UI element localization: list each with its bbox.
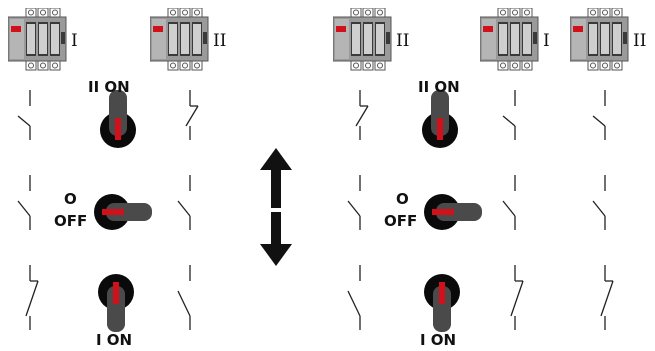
right-bottom-position-label: I ON — [420, 331, 457, 349]
left-switch-unit-1: I — [8, 8, 88, 72]
left-middle-position-label-2: OFF — [54, 212, 88, 230]
left-switch-unit-2: II — [150, 8, 240, 72]
handle-i-on-icon — [424, 274, 460, 332]
double-arrow-shaft-lower — [271, 212, 281, 248]
unit-label: I — [543, 31, 550, 51]
handle-ii-on-icon — [422, 90, 458, 148]
switch-disconnector-icon — [8, 8, 67, 71]
right-top-position-label: II ON — [418, 78, 460, 96]
switch-disconnector-icon — [480, 8, 539, 71]
right-switch-unit-2: I — [480, 8, 560, 72]
contact-symbol — [185, 90, 199, 140]
handle-i-on-icon — [98, 274, 134, 332]
contact-symbol — [177, 265, 191, 330]
switch-disconnector-icon — [570, 8, 629, 71]
contact-symbol — [510, 265, 524, 330]
unit-label: I — [71, 31, 78, 51]
right-middle-position-label-1: O — [396, 190, 409, 208]
handle-off-icon — [94, 194, 152, 230]
double-arrow-shaft-upper — [271, 168, 281, 208]
switch-disconnector-icon — [150, 8, 209, 71]
contact-symbol — [355, 90, 369, 140]
handle-ii-on-icon — [100, 90, 136, 148]
contact-symbol — [592, 175, 606, 230]
left-middle-position-label-1: O — [64, 190, 77, 208]
contact-symbol — [502, 175, 516, 230]
contact-symbol — [17, 90, 31, 140]
contact-symbol — [347, 265, 361, 330]
contact-symbol — [502, 90, 516, 140]
contact-symbol — [347, 175, 361, 230]
left-bottom-position-label: I ON — [96, 331, 133, 349]
double-arrow-head-lower — [260, 244, 292, 266]
unit-label: II — [633, 31, 647, 51]
left-top-position-label: II ON — [88, 78, 130, 96]
contact-symbol — [600, 265, 614, 330]
right-switch-unit-1: II — [333, 8, 423, 72]
right-switch-unit-3: II — [570, 8, 655, 72]
unit-label: II — [396, 31, 410, 51]
contact-symbol — [25, 265, 39, 330]
contact-symbol — [592, 90, 606, 140]
contact-symbol — [17, 175, 31, 230]
double-arrow-icon — [260, 148, 292, 170]
right-middle-position-label-2: OFF — [384, 212, 418, 230]
contact-symbol — [177, 175, 191, 230]
switch-disconnector-icon — [333, 8, 392, 71]
unit-label: II — [213, 31, 227, 51]
handle-off-icon — [424, 194, 482, 230]
